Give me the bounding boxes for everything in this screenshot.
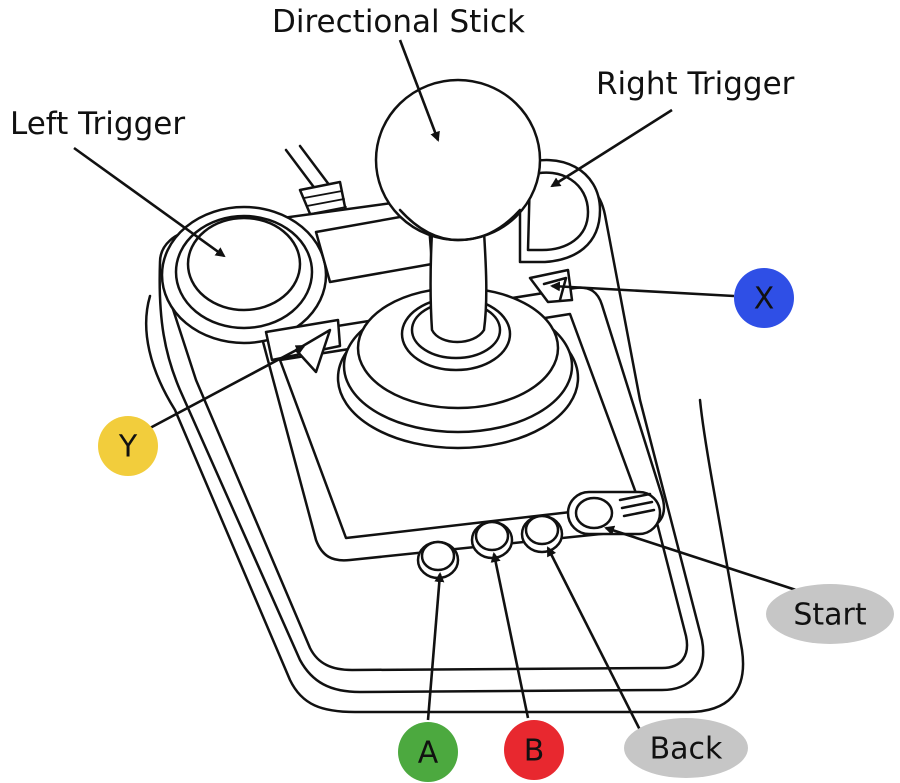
controller-illustration bbox=[144, 78, 745, 714]
leader-a bbox=[426, 572, 445, 721]
badge-back-pill bbox=[624, 718, 748, 778]
leader-y bbox=[149, 344, 306, 430]
badge-x-text: X bbox=[754, 282, 775, 317]
leader-directional-stick bbox=[398, 39, 440, 142]
left-trigger-button[interactable] bbox=[160, 205, 328, 345]
badge-back: Back bbox=[624, 718, 748, 778]
badge-a-circle bbox=[398, 722, 458, 782]
y-button[interactable] bbox=[264, 318, 342, 374]
b-button[interactable] bbox=[470, 520, 514, 560]
badge-y-text: Y bbox=[118, 430, 138, 465]
leader-start bbox=[604, 525, 797, 592]
leader-back bbox=[546, 546, 642, 731]
leader-x bbox=[550, 281, 735, 298]
badge-x: X bbox=[734, 268, 794, 328]
badge-x-circle bbox=[734, 268, 794, 328]
badge-b-text: B bbox=[524, 734, 545, 769]
leader-right-trigger bbox=[550, 108, 673, 188]
leader-left-trigger bbox=[73, 146, 226, 258]
badge-y: Y bbox=[98, 416, 158, 476]
start-button[interactable] bbox=[566, 490, 662, 536]
badge-start: Start bbox=[766, 584, 894, 644]
badge-a-text: A bbox=[418, 736, 439, 771]
button-row bbox=[416, 490, 662, 580]
stick-base bbox=[336, 286, 580, 450]
leader-b bbox=[490, 552, 530, 719]
label-right-trigger: Right Trigger bbox=[596, 66, 795, 102]
label-left-trigger: Left Trigger bbox=[10, 106, 185, 142]
badge-b-circle bbox=[504, 720, 564, 780]
stick-ball[interactable] bbox=[374, 78, 542, 242]
badge-start-text: Start bbox=[793, 598, 867, 633]
badge-start-pill bbox=[766, 584, 894, 644]
label-directional-stick: Directional Stick bbox=[272, 4, 525, 40]
right-trigger-button[interactable] bbox=[518, 158, 602, 264]
base-rim bbox=[168, 298, 689, 672]
badge-y-circle bbox=[98, 416, 158, 476]
back-button[interactable] bbox=[520, 514, 564, 554]
badge-b: B bbox=[504, 720, 564, 780]
leader-lines bbox=[73, 39, 797, 731]
badge-back-text: Back bbox=[650, 732, 723, 767]
badge-a: A bbox=[398, 722, 458, 782]
stick-shaft bbox=[429, 230, 488, 344]
a-button[interactable] bbox=[416, 540, 460, 580]
